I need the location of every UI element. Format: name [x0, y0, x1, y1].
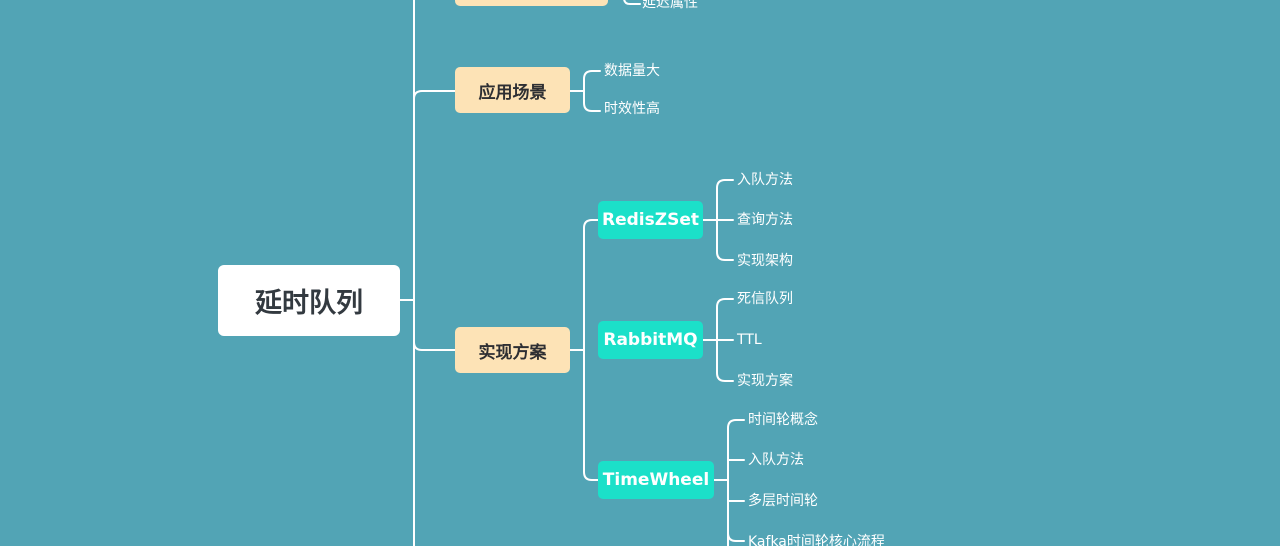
leaf-timewheel-1: 时间轮概念 [748, 412, 818, 428]
connector-redis-leaves [702, 179, 734, 261]
leaf-timewheel-4: Kafka时间轮核心流程 [748, 534, 885, 546]
leaf-redis-1: 入队方法 [737, 172, 793, 188]
connector-rabbit-leaves [702, 298, 734, 382]
leaf-redis-3: 实现架构 [737, 253, 793, 269]
node-rabbitmq: RabbitMQ [598, 321, 703, 359]
connector-solutions [413, 341, 456, 351]
leaf-redis-2: 查询方法 [737, 212, 793, 228]
connector-top-leaf [623, 0, 641, 5]
partial-top-node [455, 0, 608, 6]
leaf-delay-attribute: 延迟属性 [642, 0, 698, 11]
leaf-timewheel-2: 入队方法 [748, 452, 804, 468]
leaf-scenario-2: 时效性高 [604, 101, 660, 117]
node-timewheel: TimeWheel [598, 461, 714, 499]
root-node: 延时队列 [218, 265, 400, 336]
node-solutions: 实现方案 [455, 327, 570, 373]
node-scenarios: 应用场景 [455, 67, 570, 113]
node-rediszset: RedisZSet [598, 201, 703, 239]
connector-solutions-branch [569, 219, 599, 481]
connector-scenarios-leaves [569, 70, 601, 112]
leaf-timewheel-3: 多层时间轮 [748, 493, 818, 509]
connector-timewheel-leaves [713, 419, 745, 546]
leaf-rabbit-1: 死信队列 [737, 291, 793, 307]
leaf-rabbit-3: 实现方案 [737, 373, 793, 389]
connector-scenarios [413, 90, 456, 100]
leaf-scenario-1: 数据量大 [604, 63, 660, 79]
leaf-rabbit-2: TTL [737, 332, 762, 348]
